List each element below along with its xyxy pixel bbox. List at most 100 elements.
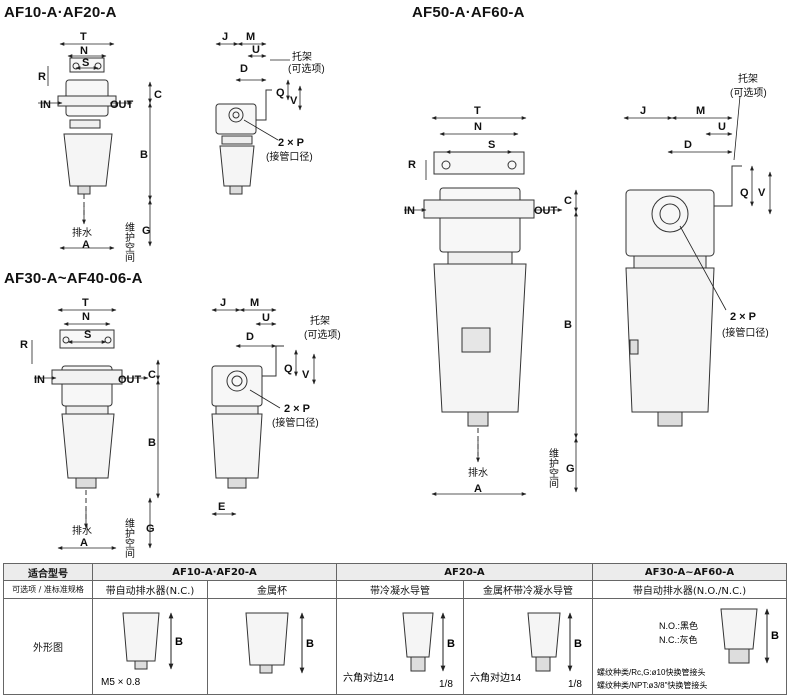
title-af30-af40: AF30-A~AF40-06-A	[4, 270, 143, 287]
port-label-af30: 2 × P	[284, 403, 310, 415]
dim-Q-af30: Q	[284, 363, 293, 375]
af30-front-view	[51, 329, 123, 520]
af50-front-view	[423, 151, 535, 456]
label-out-af30: OUT	[118, 374, 142, 386]
outline-auto-drain-nc: B M5 × 0.8	[92, 598, 208, 695]
outline-auto-drain-no-nc: B N.O.:黑色 N.C.:灰色 螺纹种类/Rc,G:ø10快换管接头 螺纹种…	[592, 598, 787, 695]
dim-G-af10: G	[142, 225, 151, 237]
outline-drawing-3: B 六角对边14 1/8	[343, 612, 455, 690]
outline-dim-b-2: B	[306, 638, 314, 650]
row-label-outline: 外形图	[3, 598, 93, 695]
option-metal-bowl: 金属杯	[207, 580, 337, 599]
dim-N-af50: N	[474, 121, 482, 133]
dim-S-af30: S	[84, 329, 91, 341]
af50-side-view	[625, 165, 742, 427]
outline-metal-bowl: B	[207, 598, 337, 695]
outline-drawing-5: B N.O.:黑色 N.C.:灰色 螺纹种类/Rc,G:ø10快换管接头 螺纹种…	[597, 608, 779, 690]
af50-front-dims	[404, 116, 578, 496]
outline-dim-b-5: B	[771, 630, 779, 642]
dim-C-af50: C	[564, 195, 572, 207]
dim-N-af10: N	[80, 45, 88, 57]
maintenance-label-af10: 维护空间	[123, 221, 135, 263]
dimension-drawings: T N S R IN OUT C B G A 排水 维护空间 J M U D Q	[20, 31, 772, 559]
dim-U-af50: U	[718, 121, 726, 133]
m5-note: M5 × 0.8	[101, 677, 141, 688]
dim-Q-af10: Q	[276, 87, 285, 99]
af50-side-dims	[623, 95, 772, 311]
rc-thread-note: 螺纹种类/Rc,G:ø10快换管接头	[597, 667, 705, 677]
label-in-af10: IN	[40, 99, 51, 111]
optional-label-af50: (可选项)	[730, 86, 767, 99]
no-color-note: N.O.:黑色	[659, 620, 698, 631]
dim-U-af30: U	[262, 312, 270, 324]
bracket-label-af50: 托架	[738, 72, 758, 85]
group-af30-af60: AF30-A~AF60-A	[592, 563, 787, 581]
dim-V-af30: V	[302, 369, 310, 381]
dim-C-af30: C	[148, 369, 156, 381]
dim-D-af30: D	[246, 331, 254, 343]
maintenance-label-af30: 维护空间	[123, 517, 135, 559]
af10-side-dims	[215, 42, 302, 141]
af30-front-dims	[31, 308, 160, 550]
group-af10-af20: AF10-A·AF20-A	[92, 563, 337, 581]
label-in-af50: IN	[404, 205, 415, 217]
dim-B-af50: B	[564, 319, 572, 331]
optional-label-af30: (可选项)	[304, 328, 341, 341]
dim-D-af50: D	[684, 139, 692, 151]
dim-R-af50: R	[408, 159, 416, 171]
piping-label-af30: (接管口径)	[272, 416, 319, 429]
outline-dim-b-3: B	[447, 638, 455, 650]
outline-drawing-4: B 六角对边14 1/8	[470, 612, 582, 690]
af30-front-labels: T N S R IN OUT C B G A 排水 维护空间	[20, 297, 156, 559]
dim-S-af50: S	[488, 139, 495, 151]
group-af20: AF20-A	[336, 563, 593, 581]
dim-J-af10: J	[222, 31, 228, 43]
label-in-af30: IN	[34, 374, 45, 386]
dim-A-af50: A	[474, 483, 482, 495]
dim-M-af30: M	[250, 297, 259, 309]
af10-front-dims	[38, 42, 152, 250]
option-auto-drain-nc: 带自动排水器(N.C.)	[92, 580, 208, 599]
outline-drawing-2: B	[245, 612, 314, 674]
bracket-label-af10: 托架	[292, 50, 312, 63]
dim-R-af10: R	[38, 71, 46, 83]
af30-side-view	[211, 345, 284, 489]
dim-G-af30: G	[146, 523, 155, 535]
dim-R-af30: R	[20, 339, 28, 351]
option-auto-drain-no-nc: 带自动排水器(N.O./N.C.)	[592, 580, 787, 599]
option-drain-guide: 带冷凝水导管	[336, 580, 464, 599]
dim-N-af30: N	[82, 311, 90, 323]
options-table: 适合型号 AF10-A·AF20-A AF20-A AF30-A~AF60-A …	[3, 563, 787, 695]
dim-Q-af50: Q	[740, 187, 749, 199]
dim-B-af10: B	[140, 149, 148, 161]
dim-A-af30: A	[80, 537, 88, 549]
dim-A-af10: A	[82, 239, 90, 251]
port-label-af50: 2 × P	[730, 311, 756, 323]
dim-V-af50: V	[758, 187, 766, 199]
piping-label-af50: (接管口径)	[722, 326, 769, 339]
label-out-af50: OUT	[534, 205, 558, 217]
dim-T-af50: T	[474, 105, 481, 117]
hex-note-1: 六角对边14	[343, 671, 395, 684]
dim-J-af50: J	[640, 105, 646, 117]
dim-E-af30: E	[218, 501, 225, 513]
maintenance-label-af50: 维护空间	[547, 447, 559, 489]
dim-M-af10: M	[246, 31, 255, 43]
npt-thread-note: 螺纹种类/NPT:ø3/8"快换管接头	[597, 680, 707, 690]
bracket-label-af30: 托架	[310, 314, 330, 327]
optional-label-af10: (可选项)	[288, 62, 325, 75]
outline-metal-bowl-drain-guide: B 六角对边14 1/8	[463, 598, 593, 695]
drain-label-af10: 排水	[72, 226, 92, 239]
label-out-af10: OUT	[110, 99, 134, 111]
af10-front-view	[57, 57, 117, 218]
dim-J-af30: J	[220, 297, 226, 309]
af10-side-view	[215, 89, 272, 195]
outline-drawing-1: B M5 × 0.8	[101, 612, 183, 688]
dim-T-af30: T	[82, 297, 89, 309]
outline-dim-b-1: B	[175, 636, 183, 648]
nc-color-note: N.C.:灰色	[659, 634, 698, 645]
dim-V-af10: V	[290, 95, 298, 107]
outline-drain-guide: B 六角对边14 1/8	[336, 598, 464, 695]
dim-B-af30: B	[148, 437, 156, 449]
row-label-model: 适合型号	[3, 563, 93, 581]
